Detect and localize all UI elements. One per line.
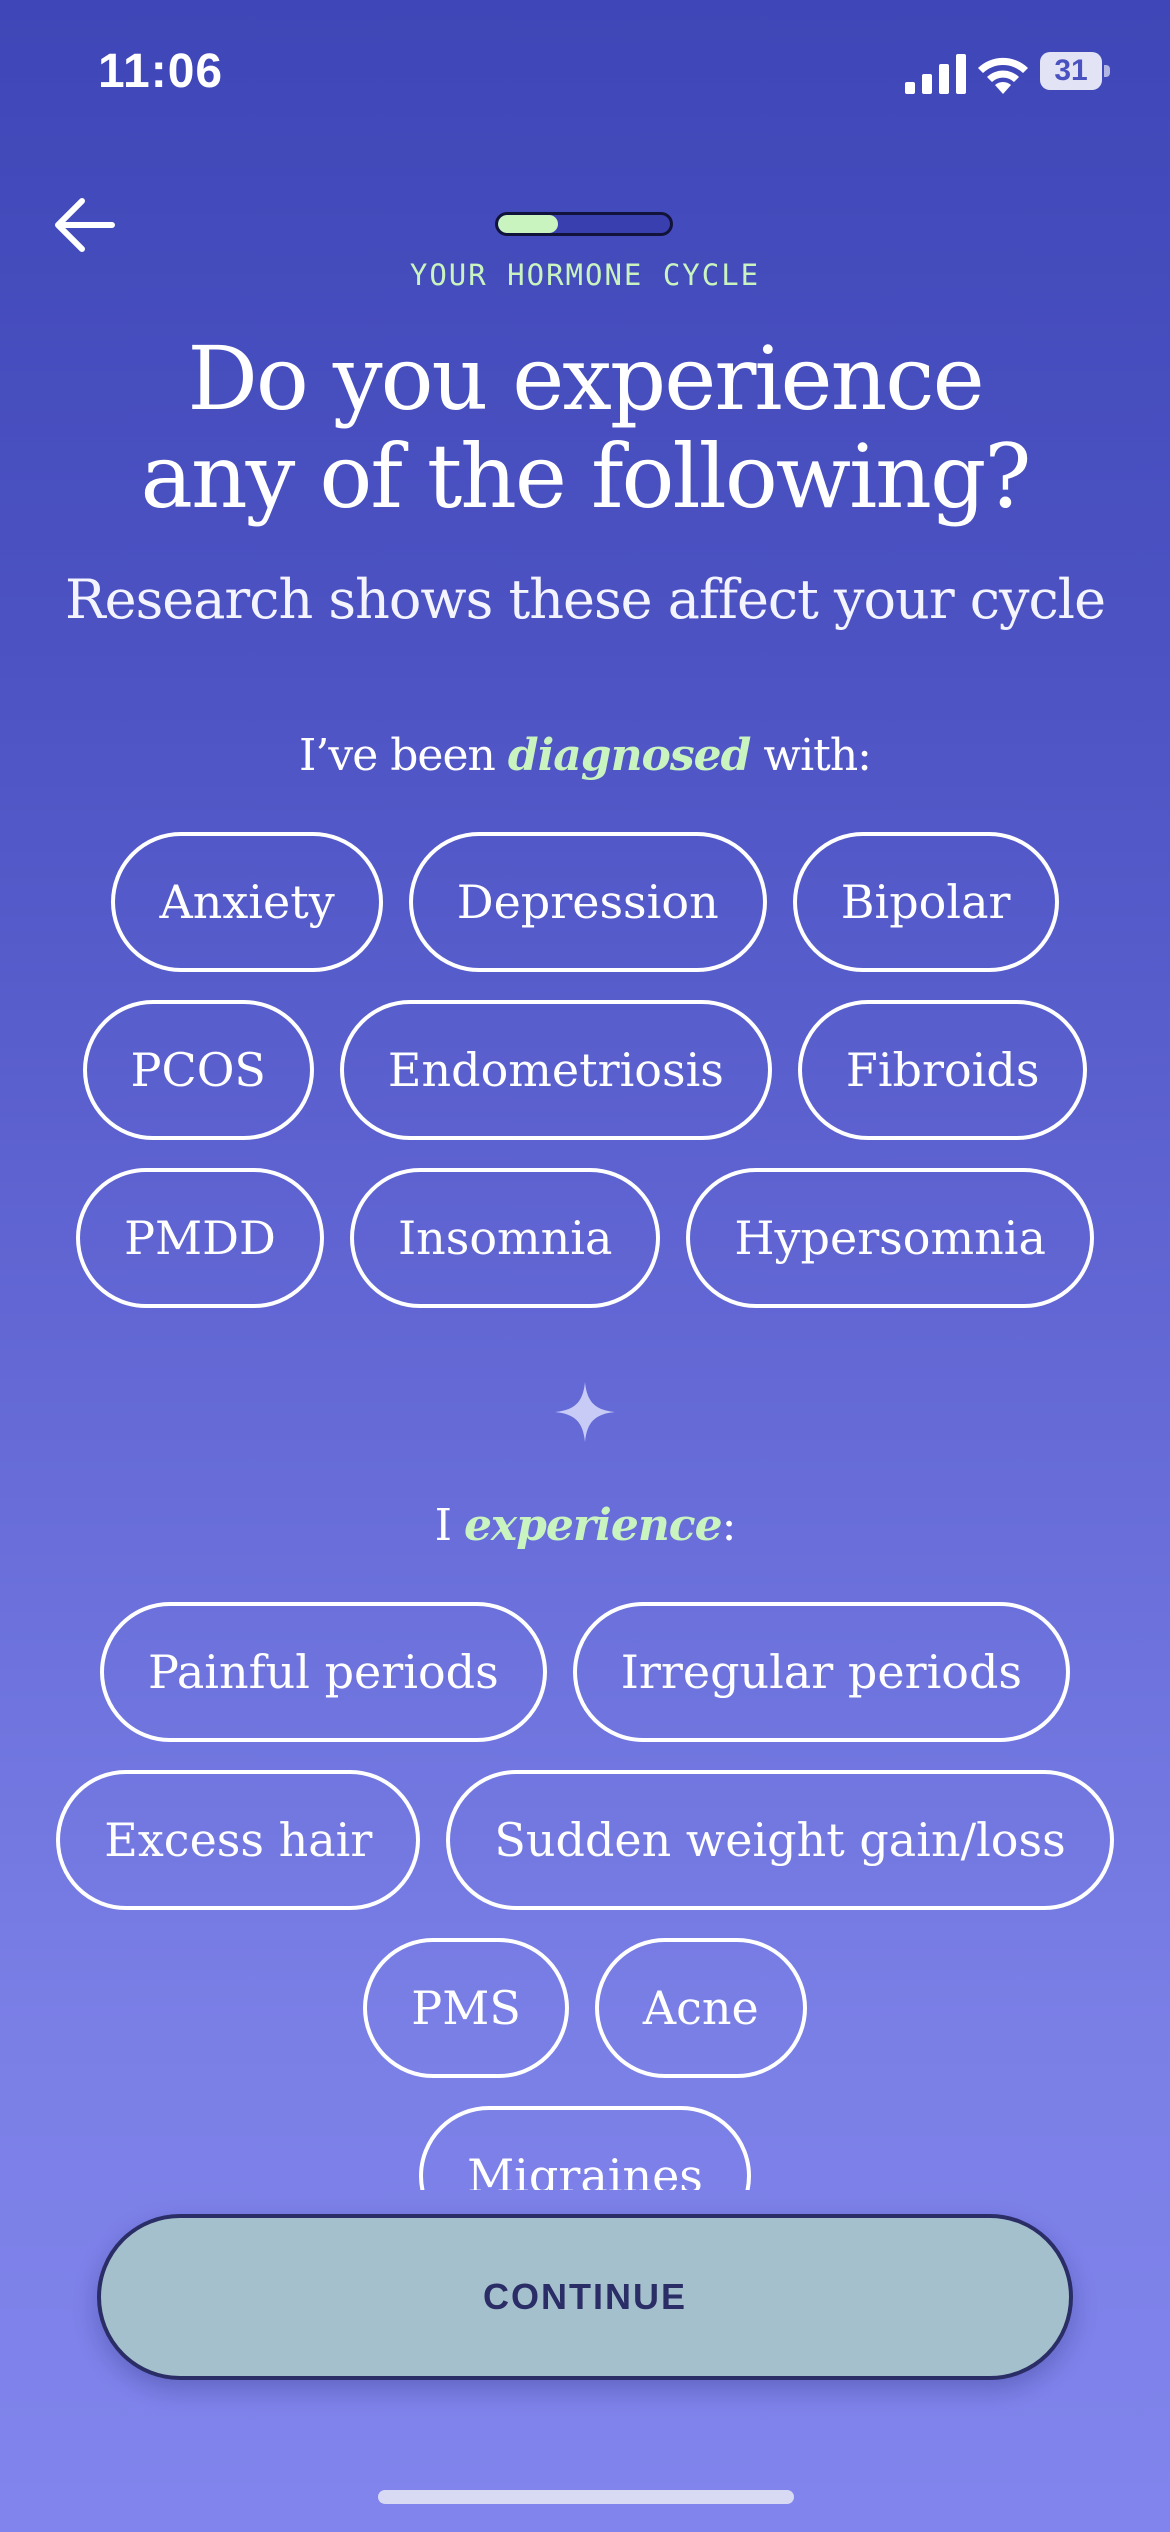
arrow-left-icon[interactable] — [46, 190, 126, 260]
battery-level: 31 — [1054, 54, 1088, 87]
progress-fill — [498, 215, 559, 233]
experience-heading-suffix: : — [721, 1500, 737, 1551]
option-hypersomnia[interactable]: Hypersomnia — [686, 1168, 1094, 1308]
option-bipolar[interactable]: Bipolar — [792, 832, 1059, 972]
option-irregular-periods[interactable]: Irregular periods — [572, 1602, 1071, 1742]
option-pmdd[interactable]: PMDD — [76, 1168, 324, 1308]
option-pms[interactable]: PMS — [363, 1938, 569, 2078]
option-anxiety[interactable]: Anxiety — [111, 832, 383, 972]
diagnosed-heading-emphasis: diagnosed — [507, 730, 752, 781]
diagnosed-heading: I’ve been diagnosed with: — [0, 730, 1170, 781]
experience-heading-emphasis: experience — [463, 1500, 723, 1551]
continue-button[interactable]: CONTINUE — [97, 2214, 1073, 2380]
diagnosed-heading-prefix: I’ve been — [298, 730, 508, 781]
diagnosed-row-2: PCOS Endometriosis Fibroids — [0, 1000, 1170, 1140]
experience-row-1: Painful periods Irregular periods — [0, 1602, 1170, 1742]
option-migraines[interactable]: Migraines — [419, 2106, 751, 2190]
wifi-icon — [978, 57, 1028, 94]
experience-options-scroll[interactable]: Painful periods Irregular periods Excess… — [0, 1560, 1170, 2190]
option-endometriosis[interactable]: Endometriosis — [339, 1000, 772, 1140]
experience-row-2: Excess hair Sudden weight gain/loss — [0, 1770, 1170, 1910]
battery-icon: 31 — [1040, 52, 1110, 92]
option-excess-hair[interactable]: Excess hair — [56, 1770, 421, 1910]
option-painful-periods[interactable]: Painful periods — [99, 1602, 547, 1742]
option-sudden-weight-change[interactable]: Sudden weight gain/loss — [446, 1770, 1114, 1910]
diagnosed-row-1: Anxiety Depression Bipolar — [0, 832, 1170, 972]
diagnosed-row-3: PMDD Insomnia Hypersomnia — [0, 1168, 1170, 1308]
option-depression[interactable]: Depression — [408, 832, 767, 972]
status-time: 11:06 — [98, 45, 224, 98]
diagnosed-heading-suffix: with: — [750, 730, 872, 781]
experience-row-3: PMS Acne — [0, 1938, 1170, 2078]
section-label: YOUR HORMONE CYCLE — [409, 258, 761, 292]
page-title-line-2: any of the following? — [140, 425, 1032, 528]
experience-row-4: Migraines — [0, 2106, 1170, 2190]
page-subtitle: Research shows these affect your cycle — [64, 568, 1106, 631]
home-indicator — [378, 2490, 794, 2504]
option-fibroids[interactable]: Fibroids — [797, 1000, 1088, 1140]
experience-heading: I experience: — [0, 1500, 1170, 1551]
status-bar: 11:06 31 — [0, 0, 1170, 140]
option-insomnia[interactable]: Insomnia — [349, 1168, 661, 1308]
page-title-line-1: Do you experience — [187, 327, 984, 430]
experience-heading-prefix: I — [434, 1500, 464, 1551]
cellular-signal-icon — [905, 54, 966, 94]
onboarding-progress-bar — [495, 212, 673, 236]
page-title: Do you experience any of the following? — [0, 330, 1170, 526]
option-pcos[interactable]: PCOS — [82, 1000, 314, 1140]
sparkle-icon — [555, 1382, 615, 1442]
option-acne[interactable]: Acne — [594, 1938, 807, 2078]
